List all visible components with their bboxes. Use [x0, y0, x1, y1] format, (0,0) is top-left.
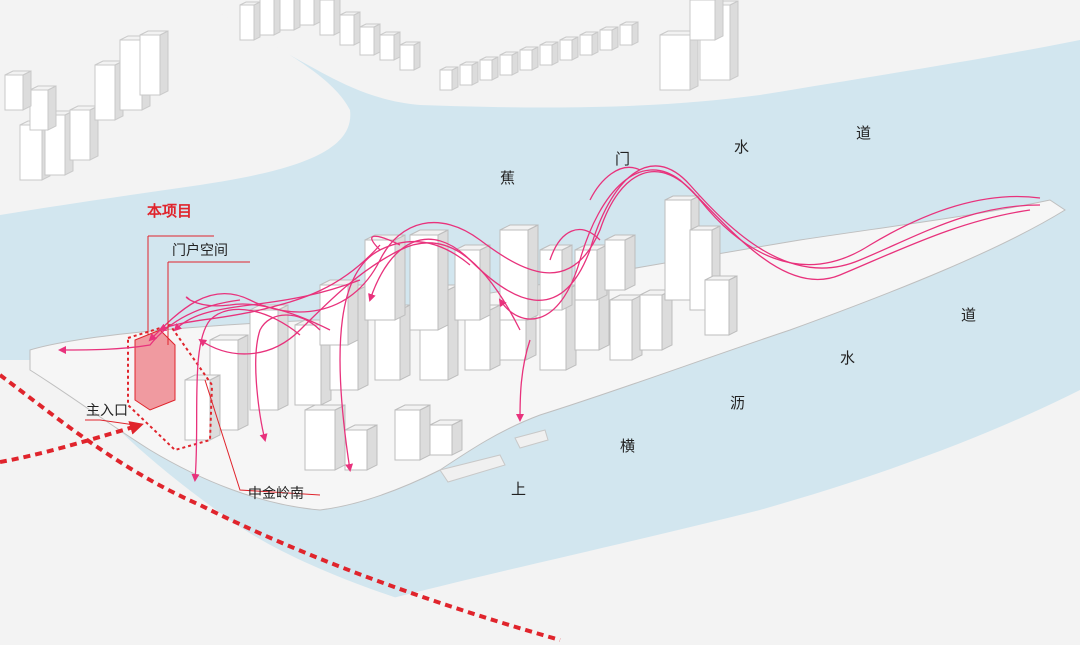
waterway-jiaomen-char4: 道	[856, 124, 872, 142]
piers	[439, 429, 549, 483]
island-building-26	[394, 404, 431, 461]
island-building-12	[639, 289, 673, 351]
island-building-14	[364, 234, 406, 321]
waterway-hengli-char2: 横	[620, 437, 636, 455]
north-building-25	[599, 26, 619, 51]
north-building-8	[239, 1, 261, 41]
island-building-25	[344, 424, 378, 471]
north-building-11	[299, 0, 321, 26]
north-building-21	[519, 46, 539, 71]
north-building-19	[479, 56, 499, 81]
island-building-20	[604, 234, 636, 291]
north-building-18	[459, 61, 479, 86]
north-building-14	[359, 23, 381, 56]
island-building-27	[429, 419, 463, 456]
island-building-0	[209, 334, 249, 431]
wind-flow-arrows	[58, 165, 1041, 482]
north-building-10	[279, 0, 301, 31]
gateway-space-label: 门户空间	[172, 243, 228, 259]
south-bank-land	[230, 390, 1080, 645]
island-building-23	[704, 275, 738, 336]
north-building-23	[559, 36, 579, 61]
north-building-13	[339, 11, 361, 46]
north-building-7	[4, 70, 32, 111]
island-building-24	[304, 404, 346, 471]
north-building-2	[69, 105, 99, 161]
north-building-9	[259, 0, 281, 36]
project-label: 本项目	[147, 202, 193, 220]
north-building-20	[499, 51, 519, 76]
waterway-east-char2: 水	[840, 349, 856, 367]
north-building-27	[659, 30, 699, 91]
north-building-24	[579, 31, 599, 56]
island-building-16	[454, 244, 491, 321]
north-bank-land	[180, 0, 1080, 108]
north-building-26	[619, 21, 639, 46]
island-building-2	[249, 304, 289, 411]
north-building-29	[689, 0, 724, 41]
main-entrance-label: 主入口	[86, 403, 128, 419]
callout-lines	[85, 261, 321, 496]
southwest-land	[0, 360, 560, 645]
waterway-hengli-char3: 上	[511, 480, 527, 498]
north-building-22	[539, 41, 559, 66]
island-building-17	[499, 224, 539, 321]
north-building-6	[29, 85, 57, 131]
north-city-blocks	[4, 0, 739, 181]
waterway-jiaomen-char1: 蕉	[500, 169, 516, 187]
northwest-bank-land	[0, 0, 351, 215]
north-building-12	[319, 0, 341, 36]
north-building-16	[399, 41, 421, 71]
island-building-11	[609, 294, 643, 361]
island-building-15	[409, 229, 449, 331]
north-building-3	[94, 60, 124, 121]
north-building-5	[139, 30, 169, 96]
zhongjinling-south-label: 中金岭南	[248, 486, 304, 502]
waterway-east-char1: 道	[961, 306, 977, 324]
waterway-jiaomen-char2: 门	[615, 150, 631, 168]
island-building-1	[184, 374, 221, 441]
waterway-jiaomen-char3: 水	[734, 138, 750, 156]
island-buildings	[184, 195, 738, 471]
entrance-arrow	[0, 421, 144, 464]
main-road-route	[0, 373, 561, 642]
north-building-15	[379, 31, 401, 61]
north-building-17	[439, 66, 459, 91]
island-building-13	[319, 279, 359, 346]
waterway-hengli-char1: 沥	[730, 394, 746, 412]
